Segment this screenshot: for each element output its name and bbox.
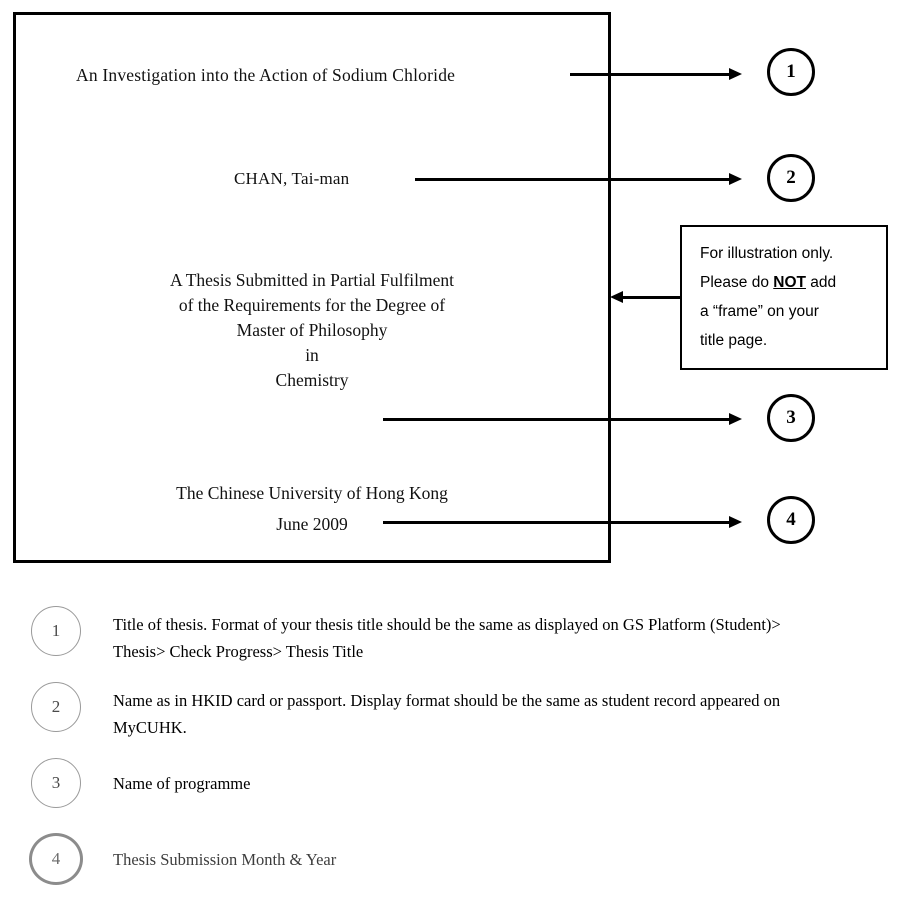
legend-marker-4: 4	[29, 833, 83, 885]
arrow-shaft	[620, 296, 682, 299]
degree-statement-line-3: Master of Philosophy	[236, 320, 388, 340]
arrow-head-right-icon	[729, 516, 742, 528]
note-line-4: title page.	[700, 332, 768, 349]
callout-marker-2-label: 2	[786, 167, 796, 188]
callout-marker-4: 4	[767, 496, 815, 544]
callout-marker-3-label: 3	[786, 407, 796, 428]
illustration-note-box: For illustration only. Please do NOT add…	[680, 225, 888, 370]
note-line-2-after: add	[805, 274, 837, 291]
degree-statement-line-4: in	[305, 345, 319, 365]
callout-marker-1: 1	[767, 48, 815, 96]
arrow-head-right-icon	[729, 173, 742, 185]
legend-marker-3: 3	[31, 758, 81, 808]
note-line-2: Please do NOT add	[700, 268, 886, 297]
arrow-shaft	[383, 418, 730, 421]
arrow-shaft	[383, 521, 730, 524]
arrow-head-left-icon	[610, 291, 623, 303]
programme-name-line: Chemistry	[275, 370, 349, 390]
arrow-to-marker-4	[383, 516, 742, 528]
legend-text-1: Title of thesis. Format of your thesis t…	[113, 615, 781, 661]
legend-marker-2: 2	[31, 682, 81, 732]
arrow-head-right-icon	[729, 413, 742, 425]
arrow-head-right-icon	[729, 68, 742, 80]
title-page-frame	[13, 12, 611, 563]
degree-statement-line-1: A Thesis Submitted in Partial Fulfilment	[169, 270, 455, 290]
submission-date-line: June 2009	[276, 514, 348, 534]
arrow-to-marker-1	[570, 68, 742, 80]
note-line-1: For illustration only.	[700, 245, 834, 262]
legend-marker-3-label: 3	[51, 773, 61, 792]
thesis-title-text: An Investigation into the Action of Sodi…	[76, 65, 456, 85]
arrow-from-note-to-frame	[610, 291, 682, 303]
note-line-3: a “frame” on your	[700, 303, 819, 320]
arrow-to-marker-2	[415, 173, 742, 185]
degree-statement-line-2: of the Requirements for the Degree of	[178, 295, 446, 315]
callout-marker-3: 3	[767, 394, 815, 442]
arrow-to-marker-3	[383, 413, 742, 425]
note-line-2-emphasis: NOT	[773, 274, 806, 291]
institution-block: The Chinese University of Hong Kong June…	[13, 478, 611, 540]
degree-statement-block: A Thesis Submitted in Partial Fulfilment…	[13, 268, 611, 393]
legend-text-2: Name as in HKID card or passport. Displa…	[113, 691, 781, 737]
callout-marker-2: 2	[767, 154, 815, 202]
callout-marker-1-label: 1	[786, 61, 796, 82]
arrow-shaft	[570, 73, 730, 76]
legend-marker-2-label: 2	[51, 697, 61, 716]
legend-text-3: Name of programme	[113, 774, 251, 793]
legend-marker-4-label: 4	[51, 849, 61, 868]
university-name-line: The Chinese University of Hong Kong	[176, 483, 448, 503]
legend-text-4: Thesis Submission Month & Year	[113, 850, 337, 869]
legend-marker-1: 1	[31, 606, 81, 656]
callout-marker-4-label: 4	[786, 509, 796, 530]
note-line-2-before: Please do	[700, 274, 774, 291]
legend-marker-1-label: 1	[51, 621, 61, 640]
arrow-shaft	[415, 178, 730, 181]
author-name-text: CHAN, Tai-man	[234, 169, 350, 188]
